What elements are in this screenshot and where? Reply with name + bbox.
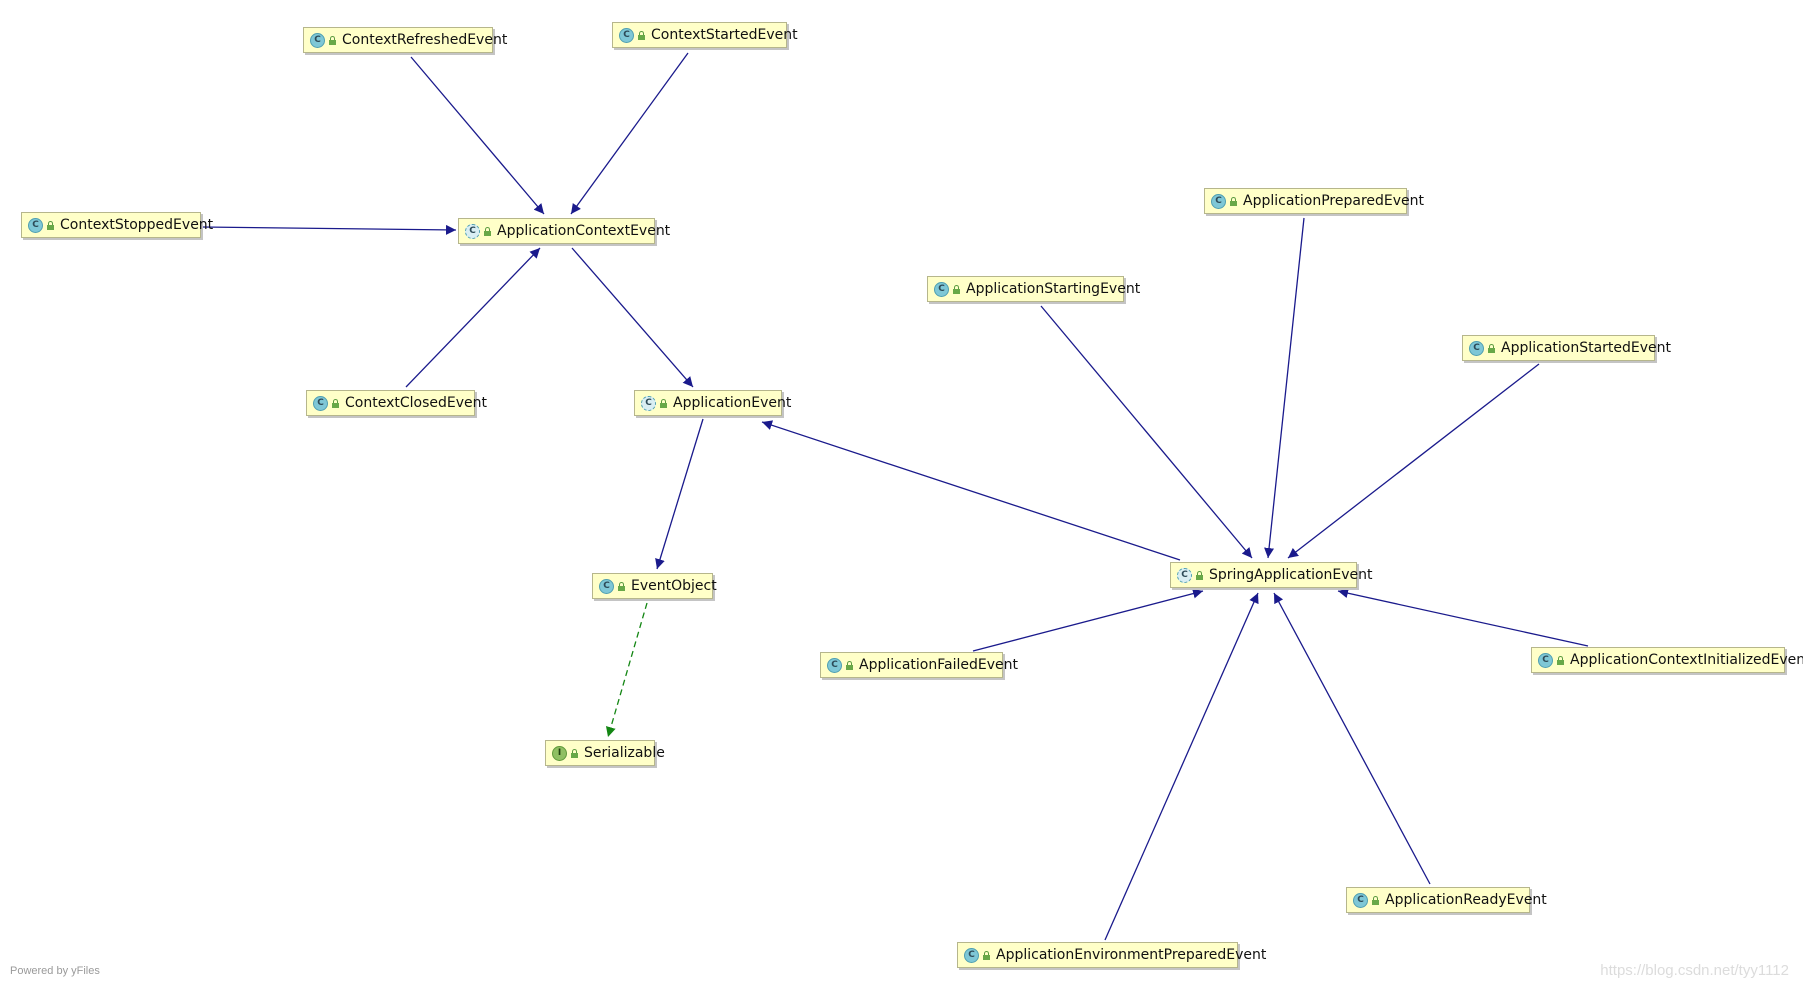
- class-icon: C: [313, 395, 328, 411]
- edge-application-event-to-event-object: [655, 418, 704, 570]
- public-access-icon: [846, 660, 853, 670]
- node-application-environment-prepared[interactable]: C ApplicationEnvironmentPreparedEvent: [957, 942, 1266, 968]
- node-label: ApplicationStartingEvent: [966, 281, 1141, 297]
- public-access-icon: [484, 226, 491, 236]
- node-label: ApplicationEvent: [673, 395, 792, 411]
- public-access-icon: [638, 30, 645, 40]
- class-icon: C: [827, 657, 842, 673]
- edge-application-starting-to-spring-application-event: [1040, 305, 1253, 559]
- node-application-context-initialized[interactable]: C ApplicationContextInitializedEvent: [1531, 647, 1803, 673]
- class-icon: C: [599, 578, 614, 594]
- public-access-icon: [1557, 655, 1564, 665]
- node-context-stopped[interactable]: C ContextStoppedEvent: [21, 212, 213, 238]
- node-label: ApplicationEnvironmentPreparedEvent: [996, 947, 1267, 963]
- public-access-icon: [329, 35, 336, 45]
- class-icon: C: [1469, 340, 1484, 356]
- edge-application-ready-to-spring-application-event: [1273, 592, 1431, 885]
- public-access-icon: [660, 398, 667, 408]
- edge-application-started-to-spring-application-event: [1287, 363, 1540, 559]
- abstract-class-icon: C: [1177, 567, 1192, 583]
- node-label: Serializable: [584, 745, 665, 761]
- class-icon: C: [310, 32, 325, 48]
- public-access-icon: [1372, 895, 1379, 905]
- node-application-failed[interactable]: C ApplicationFailedEvent: [820, 652, 1018, 678]
- node-label: ContextStoppedEvent: [60, 217, 214, 233]
- class-icon: C: [964, 947, 979, 963]
- node-spring-application-event[interactable]: C SpringApplicationEvent: [1170, 562, 1373, 588]
- public-access-icon: [571, 748, 578, 758]
- public-access-icon: [332, 398, 339, 408]
- public-access-icon: [1230, 196, 1237, 206]
- edge-spring-application-event-to-application-event: [761, 420, 1181, 561]
- public-access-icon: [1488, 343, 1495, 353]
- class-icon: C: [1211, 193, 1226, 209]
- node-context-closed[interactable]: C ContextClosedEvent: [306, 390, 487, 416]
- node-context-started[interactable]: C ContextStartedEvent: [612, 22, 798, 48]
- class-icon: C: [1538, 652, 1553, 668]
- interface-icon: I: [552, 745, 567, 761]
- node-label: SpringApplicationEvent: [1209, 567, 1373, 583]
- node-label: EventObject: [631, 578, 717, 594]
- node-serializable[interactable]: I Serializable: [545, 740, 665, 766]
- public-access-icon: [618, 581, 625, 591]
- node-label: ApplicationReadyEvent: [1385, 892, 1547, 908]
- node-application-context-event[interactable]: C ApplicationContextEvent: [458, 218, 670, 244]
- powered-by-label: Powered by yFiles: [10, 965, 100, 977]
- node-label: ApplicationStartedEvent: [1501, 340, 1672, 356]
- node-application-prepared[interactable]: C ApplicationPreparedEvent: [1204, 188, 1424, 214]
- node-label: ApplicationPreparedEvent: [1243, 193, 1425, 209]
- node-label: ContextRefreshedEvent: [342, 32, 508, 48]
- node-application-event[interactable]: C ApplicationEvent: [634, 390, 791, 416]
- public-access-icon: [47, 220, 54, 230]
- public-access-icon: [953, 284, 960, 294]
- edge-application-context-initialized-to-spring-application-event: [1337, 588, 1589, 647]
- node-event-object[interactable]: C EventObject: [592, 573, 717, 599]
- node-label: ApplicationFailedEvent: [859, 657, 1018, 673]
- abstract-class-icon: C: [641, 395, 656, 411]
- abstract-class-icon: C: [465, 223, 480, 239]
- watermark: https://blog.csdn.net/tyy1112: [1600, 962, 1789, 979]
- class-icon: C: [934, 281, 949, 297]
- edge-context-started-to-application-context-event: [570, 52, 689, 215]
- edge-application-environment-prepared-to-spring-application-event: [1104, 592, 1259, 941]
- edge-context-stopped-to-application-context-event: [201, 224, 457, 235]
- edge-application-failed-to-spring-application-event: [972, 588, 1204, 652]
- class-icon: C: [1353, 892, 1368, 908]
- public-access-icon: [1196, 570, 1203, 580]
- edge-event-object-to-serializable: [605, 602, 648, 738]
- edge-application-context-event-to-application-event: [571, 247, 694, 388]
- class-icon: C: [619, 27, 634, 43]
- node-label: ApplicationContextEvent: [497, 223, 671, 239]
- node-application-ready[interactable]: C ApplicationReadyEvent: [1346, 887, 1547, 913]
- edge-context-closed-to-application-context-event: [405, 247, 541, 388]
- node-application-starting[interactable]: C ApplicationStartingEvent: [927, 276, 1140, 302]
- public-access-icon: [983, 950, 990, 960]
- class-icon: C: [28, 217, 43, 233]
- node-label: ContextClosedEvent: [345, 395, 487, 411]
- node-context-refreshed[interactable]: C ContextRefreshedEvent: [303, 27, 507, 53]
- edge-application-prepared-to-spring-application-event: [1264, 217, 1305, 559]
- node-application-started[interactable]: C ApplicationStartedEvent: [1462, 335, 1671, 361]
- edge-context-refreshed-to-application-context-event: [410, 56, 545, 215]
- node-label: ContextStartedEvent: [651, 27, 798, 43]
- node-label: ApplicationContextInitializedEvent: [1570, 652, 1803, 668]
